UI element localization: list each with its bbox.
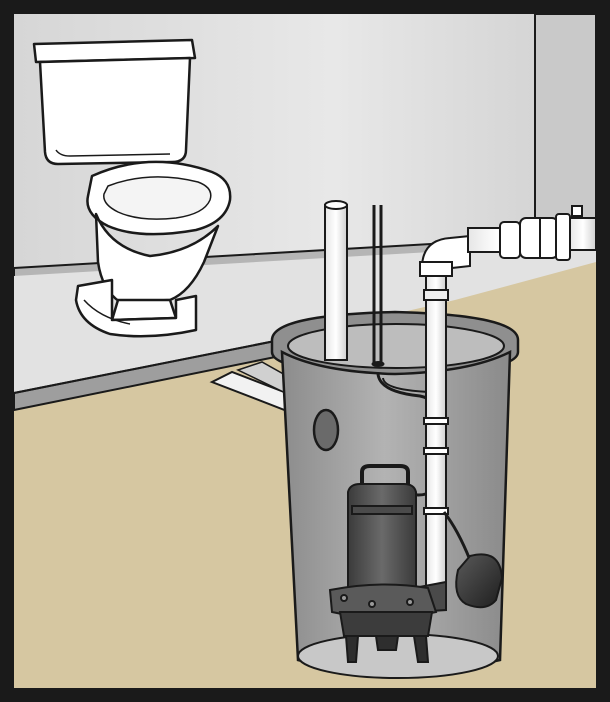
- vent-pipe: [325, 201, 347, 360]
